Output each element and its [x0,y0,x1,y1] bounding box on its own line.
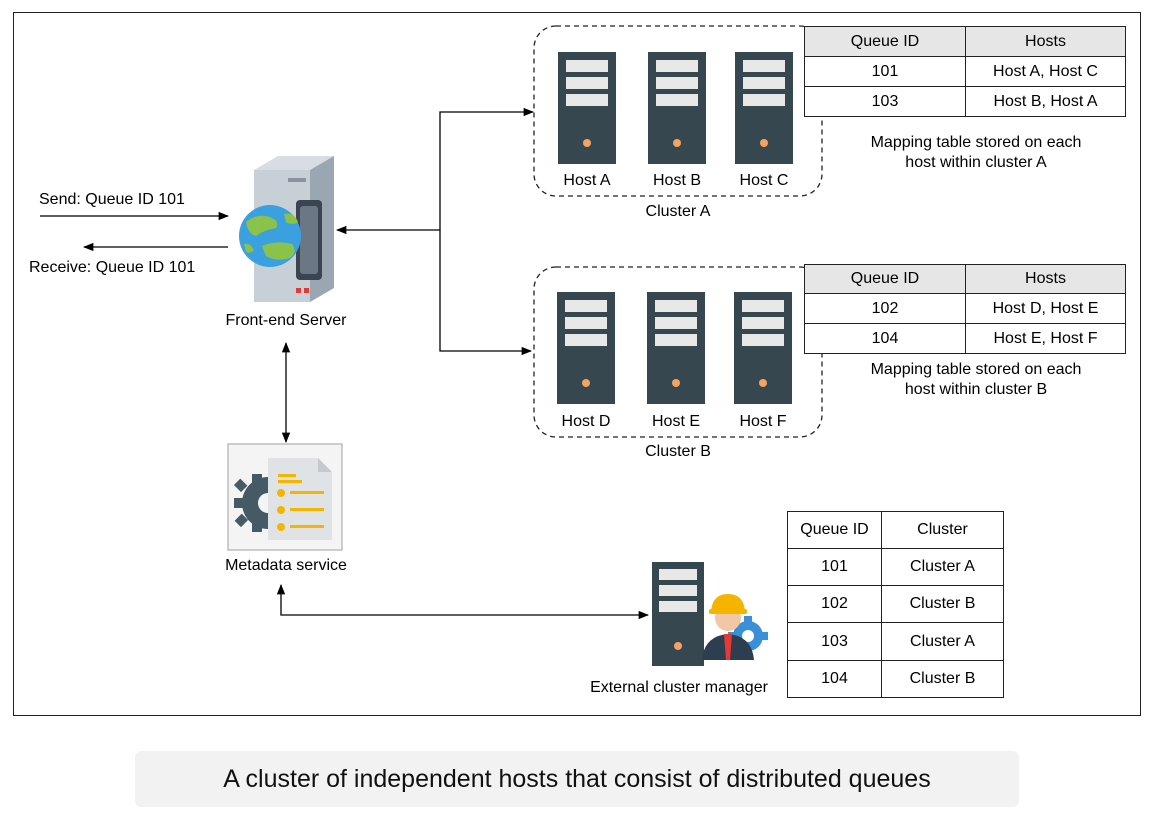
frontend-cluster-a-connector [335,107,535,235]
cluster-a-label: Cluster A [645,203,711,220]
cluster-a-table-note-line1: Mapping table stored on each [870,134,1082,151]
table-header: Queue ID [804,264,966,294]
cluster-b-table-note-line1: Mapping table stored on each [870,361,1082,378]
cluster-a-mapping-table: Queue ID Hosts 101 Host A, Host C 103 Ho… [804,26,1126,117]
host-label: Host B [652,172,701,189]
table-row: 103 Host B, Host A [804,86,1126,117]
cluster-manager-label: External cluster manager [590,679,768,696]
host-f-server-icon [734,292,792,404]
cluster-b-table-note-line2: host within cluster B [904,381,1048,398]
frontend-server-icon [239,156,334,302]
host-label: Host D [561,413,611,430]
table-cell: Host A, Host C [965,56,1126,87]
queue-cluster-table: Queue ID Cluster 101 Cluster A 102 Clust… [787,511,1004,698]
table-row: 102 Cluster B [787,585,1004,623]
host-label: Host E [651,413,700,430]
table-cell: Cluster B [881,660,1004,698]
cluster-manager-icon [652,562,768,666]
receive-label: Receive: Queue ID 101 [29,259,196,276]
table-row: 103 Cluster A [787,622,1004,661]
send-label: Send: Queue ID 101 [39,191,185,208]
host-label: Host A [563,172,611,189]
table-header: Hosts [965,264,1126,294]
diagram-frame [13,12,1141,716]
table-cell: Host E, Host F [965,323,1126,354]
table-cell: 103 [804,86,966,117]
table-cell: 103 [787,622,882,661]
frontend-server-label: Front-end Server [225,312,347,329]
host-label: Host C [739,172,789,189]
metadata-service-icon [227,443,343,551]
host-e-server-icon [647,292,705,404]
table-cell: Host D, Host E [965,293,1126,324]
table-cell: Cluster A [881,548,1004,586]
metadata-service-label: Metadata service [225,557,347,574]
host-label: Host F [739,413,787,430]
host-d-server-icon [557,292,615,404]
cluster-b-mapping-table: Queue ID Hosts 102 Host D, Host E 104 Ho… [804,264,1126,354]
cluster-a-table-note-line2: host within cluster A [905,154,1047,171]
metadata-manager-connector [276,583,650,620]
host-b-server-icon [648,52,706,164]
table-row: 101 Cluster A [787,548,1004,586]
table-header: Queue ID [787,511,882,549]
table-cell: 102 [787,585,882,623]
table-cell: Cluster A [881,622,1004,661]
table-header: Queue ID [804,26,966,57]
figure-caption: A cluster of independent hosts that cons… [135,751,1019,807]
frontend-cluster-b-connector [439,230,533,356]
table-cell: Cluster B [881,585,1004,623]
table-cell: 104 [787,660,882,698]
table-row: 102 Host D, Host E [804,293,1126,324]
table-cell: Host B, Host A [965,86,1126,117]
host-c-server-icon [735,52,793,164]
table-cell: 101 [804,56,966,87]
table-header: Cluster [881,511,1004,549]
table-row: 104 Host E, Host F [804,323,1126,354]
table-cell: 104 [804,323,966,354]
table-header: Hosts [965,26,1126,57]
host-a-server-icon [558,52,616,164]
table-row: 104 Cluster B [787,660,1004,698]
table-cell: 102 [804,293,966,324]
cluster-b-boundary [533,266,823,438]
table-cell: 101 [787,548,882,586]
cluster-b-label: Cluster B [645,443,711,460]
table-row: 101 Host A, Host C [804,56,1126,87]
cluster-a-boundary [533,25,823,197]
